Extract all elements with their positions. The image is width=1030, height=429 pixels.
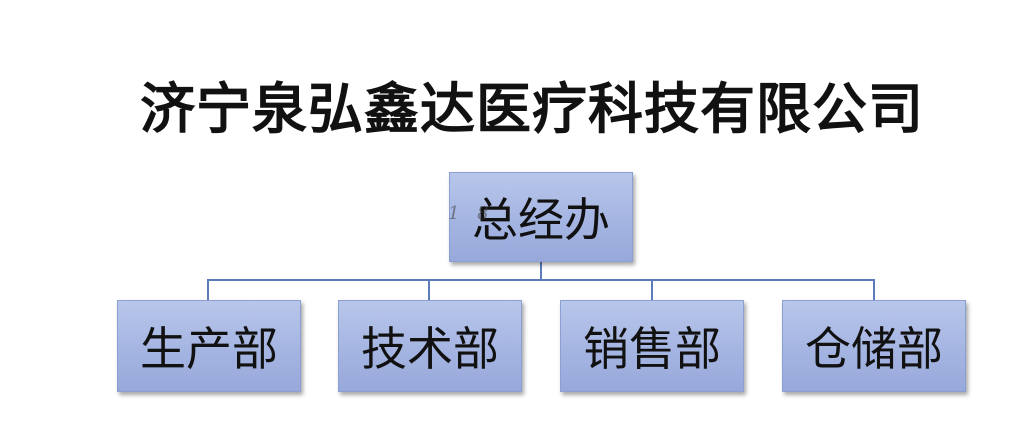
dept-node-production: 生产部: [117, 300, 301, 392]
dept-node-label: 销售部: [583, 322, 721, 376]
connector-bus: [207, 279, 875, 281]
dept-node-sales: 销售部: [560, 300, 744, 392]
connector-drop-1: [207, 279, 209, 301]
dept-node-label: 生产部: [140, 322, 278, 376]
connector-drop-3: [651, 279, 653, 301]
dept-node-warehouse: 仓储部: [782, 300, 966, 392]
dept-node-technology: 技术部: [338, 300, 522, 392]
dept-node-label: 仓储部: [805, 322, 943, 376]
top-node-general-office: 总经办: [449, 172, 633, 262]
top-node-label: 总经办: [472, 193, 610, 247]
dept-node-label: 技术部: [361, 322, 499, 376]
company-title: 济宁泉弘鑫达医疗科技有限公司: [140, 77, 925, 141]
connector-trunk: [540, 260, 542, 280]
connector-drop-4: [873, 279, 875, 301]
connector-drop-2: [428, 279, 430, 301]
